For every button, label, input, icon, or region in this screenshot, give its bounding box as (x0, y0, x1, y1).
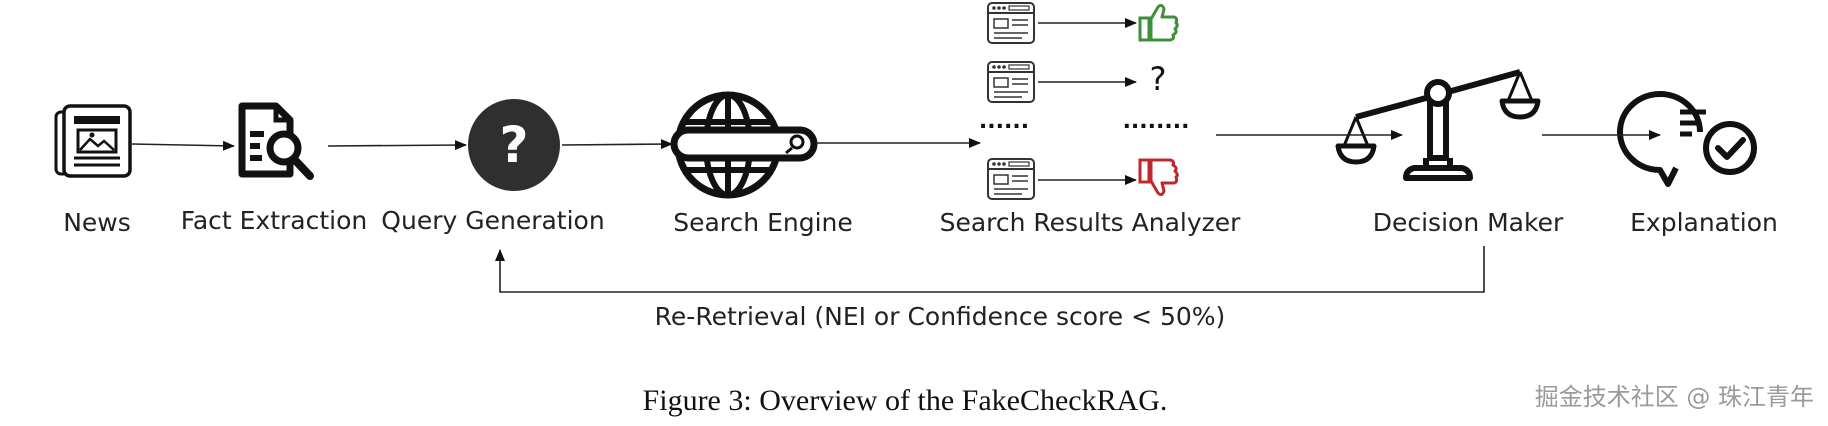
ellipsis-left: ...... (979, 109, 1029, 134)
node-label-news: News (63, 208, 131, 237)
webpage-icon (987, 2, 1035, 44)
watermark: 掘金技术社区 @ 珠江青年 (1535, 383, 1814, 411)
arrow-query-to-engine (561, 139, 673, 150)
node-label-search-engine: Search Engine (673, 208, 853, 237)
balance-scale-icon (1335, 69, 1541, 181)
svg-text:?: ? (499, 116, 528, 174)
uncertain-result-mark: ? (1150, 60, 1167, 98)
thumbs-up-icon (1138, 3, 1179, 42)
node-label-explanation: Explanation (1630, 208, 1778, 237)
newspaper-icon (54, 104, 132, 178)
re-retrieval-label: Re-Retrieval (NEI or Confidence score < … (655, 302, 1226, 331)
figure-caption: Figure 3: Overview of the FakeCheckRAG. (643, 384, 1168, 417)
re-retrieval-arrow (495, 246, 1485, 293)
fact-search-document-icon (238, 102, 314, 180)
node-label-search-results-analyzer: Search Results Analyzer (940, 208, 1242, 237)
webpage-icon (987, 61, 1035, 103)
chat-check-icon (1617, 91, 1757, 187)
question-circle-icon: ? (468, 99, 560, 191)
arrow-extraction-to-query (327, 140, 467, 151)
webpage-icon (987, 158, 1035, 200)
node-label-query-generation: Query Generation (381, 206, 604, 235)
ellipsis-right: ........ (1123, 109, 1190, 134)
node-label-decision-maker: Decision Maker (1373, 208, 1564, 237)
globe-search-icon (670, 91, 818, 199)
node-label-fact-extraction: Fact Extraction (181, 206, 368, 235)
thumbs-down-icon (1138, 158, 1179, 197)
arrow-news-to-extraction (131, 140, 235, 151)
